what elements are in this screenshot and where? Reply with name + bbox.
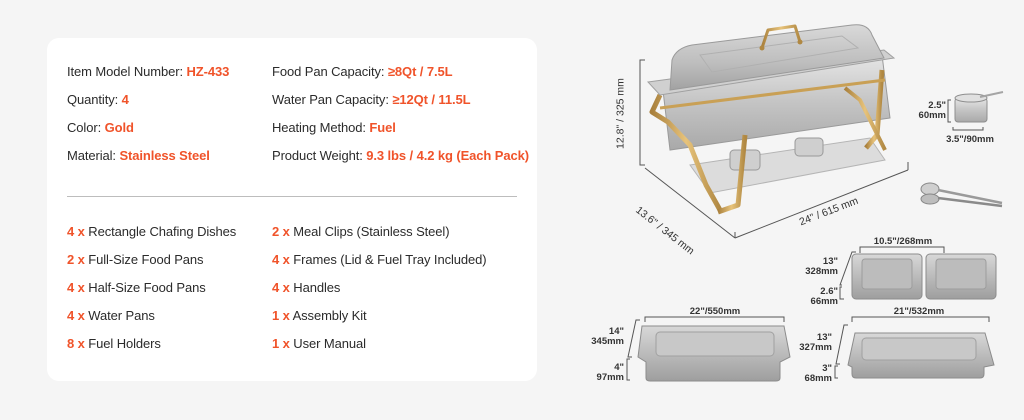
qty: 2 x bbox=[67, 252, 85, 267]
qty: 4 x bbox=[272, 252, 290, 267]
item-name: Handles bbox=[293, 280, 341, 295]
spec-value: ≥8Qt / 7.5L bbox=[387, 64, 453, 79]
package-item: 4 x Rectangle Chafing Dishes bbox=[67, 224, 236, 240]
spec-quantity: Quantity: 4 bbox=[67, 92, 129, 108]
item-name: Water Pans bbox=[88, 308, 155, 323]
package-item: 1 x User Manual bbox=[272, 336, 366, 352]
spec-value: Gold bbox=[104, 120, 134, 135]
item-name: Full-Size Food Pans bbox=[88, 252, 204, 267]
item-name: User Manual bbox=[293, 336, 366, 351]
item-name: Frames (Lid & Fuel Tray Included) bbox=[293, 252, 487, 267]
qty: 1 x bbox=[272, 336, 290, 351]
full-pan-depth-mm: 327mm bbox=[799, 342, 832, 353]
spec-food-pan-capacity: Food Pan Capacity: ≥8Qt / 7.5L bbox=[272, 64, 453, 80]
water-pan-width: 22"/550mm bbox=[689, 306, 741, 317]
spec-label: Food Pan Capacity: bbox=[272, 64, 388, 79]
item-name: Half-Size Food Pans bbox=[88, 280, 206, 295]
divider bbox=[67, 196, 517, 197]
water-pan-depth-mm: 345mm bbox=[591, 336, 624, 347]
spec-model: Item Model Number: HZ-433 bbox=[67, 64, 229, 80]
item-name: Assembly Kit bbox=[292, 308, 367, 323]
package-item: 4 x Water Pans bbox=[67, 308, 155, 324]
water-pan-depth-in: 14" bbox=[608, 326, 624, 337]
spec-card: Item Model Number: HZ-433 Quantity: 4 Co… bbox=[47, 38, 537, 381]
fuel-holder-width: 3.5"/90mm bbox=[946, 134, 994, 145]
qty: 4 x bbox=[272, 280, 290, 295]
spec-label: Material: bbox=[67, 148, 120, 163]
spec-value: 9.3 lbs / 4.2 kg (Each Pack) bbox=[366, 148, 529, 163]
qty: 8 x bbox=[67, 336, 85, 351]
package-item: 1 x Assembly Kit bbox=[272, 308, 367, 324]
spec-water-pan-capacity: Water Pan Capacity: ≥12Qt / 11.5L bbox=[272, 92, 471, 108]
spec-label: Color: bbox=[67, 120, 105, 135]
spec-label: Product Weight: bbox=[272, 148, 367, 163]
spec-value: HZ-433 bbox=[186, 64, 230, 79]
water-pan-height-mm: 97mm bbox=[596, 372, 624, 383]
package-item: 4 x Handles bbox=[272, 280, 340, 296]
spec-value: Fuel bbox=[369, 120, 396, 135]
spec-label: Quantity: bbox=[67, 92, 122, 107]
full-pan-depth-in: 13" bbox=[816, 332, 832, 343]
spec-weight: Product Weight: 9.3 lbs / 4.2 kg (Each P… bbox=[272, 148, 529, 164]
qty: 2 x bbox=[272, 224, 290, 239]
item-name: Meal Clips (Stainless Steel) bbox=[293, 224, 450, 239]
full-pan-height-mm: 68mm bbox=[804, 373, 832, 384]
chafer-height-label: 12.8" / 325 mm bbox=[614, 78, 627, 149]
item-name: Rectangle Chafing Dishes bbox=[88, 224, 237, 239]
fuel-holder-height-mm: 60mm bbox=[918, 110, 946, 121]
spec-material: Material: Stainless Steel bbox=[67, 148, 210, 164]
package-item: 2 x Full-Size Food Pans bbox=[67, 252, 204, 268]
spec-label: Water Pan Capacity: bbox=[272, 92, 393, 107]
package-item: 4 x Frames (Lid & Fuel Tray Included) bbox=[272, 252, 487, 268]
spec-label: Heating Method: bbox=[272, 120, 370, 135]
full-pan-width: 21"/532mm bbox=[893, 306, 945, 317]
spec-heating-method: Heating Method: Fuel bbox=[272, 120, 396, 136]
half-pan-height-mm: 66mm bbox=[810, 296, 838, 307]
package-item: 2 x Meal Clips (Stainless Steel) bbox=[272, 224, 450, 240]
qty: 1 x bbox=[272, 308, 290, 323]
item-name: Fuel Holders bbox=[88, 336, 161, 351]
package-item: 4 x Half-Size Food Pans bbox=[67, 280, 206, 296]
half-pan-depth-in: 13" bbox=[822, 256, 838, 267]
spec-label: Item Model Number: bbox=[67, 64, 187, 79]
water-pan-height-in: 4" bbox=[614, 362, 624, 373]
fuel-holder-height-in: 2.5" bbox=[928, 100, 946, 111]
qty: 4 x bbox=[67, 224, 85, 239]
half-pan-height-in: 2.6" bbox=[820, 286, 838, 297]
spec-value: Stainless Steel bbox=[119, 148, 210, 163]
spec-value: 4 bbox=[121, 92, 129, 107]
spec-color: Color: Gold bbox=[67, 120, 134, 136]
package-item: 8 x Fuel Holders bbox=[67, 336, 161, 352]
half-pan-depth-mm: 328mm bbox=[805, 266, 838, 277]
half-pan-width: 10.5"/268mm bbox=[873, 236, 933, 247]
qty: 4 x bbox=[67, 308, 85, 323]
spec-value: ≥12Qt / 11.5L bbox=[392, 92, 471, 107]
full-pan-height-in: 3" bbox=[822, 363, 832, 374]
qty: 4 x bbox=[67, 280, 85, 295]
